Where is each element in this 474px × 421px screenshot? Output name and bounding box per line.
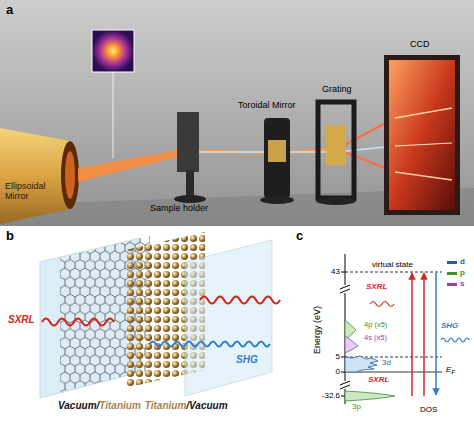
illustration-part: [150, 342, 270, 347]
orbital-label: 3d: [382, 359, 391, 368]
illustration-part: [345, 356, 378, 372]
layer-label: /Vacuum: [186, 400, 227, 411]
legend-row: s: [447, 279, 465, 290]
tick-label: 43: [331, 268, 340, 277]
illustration-part: [92, 30, 134, 72]
ellipsoidal-mirror: [0, 128, 79, 224]
beam-label: SHG: [236, 354, 258, 365]
illustration-part: [174, 195, 206, 203]
layer-label: Titanium: [145, 400, 186, 411]
illustration-part: [78, 148, 190, 182]
tick-label: 5: [336, 353, 340, 362]
tick-label: 0: [336, 368, 340, 377]
orbital-label: 4s (x5): [364, 334, 387, 342]
illustration-part: [341, 381, 349, 389]
beam-label: SXRL: [368, 376, 389, 385]
wave-pulses: [42, 297, 280, 347]
tick-label: -32.6: [322, 392, 340, 401]
legend-row: d: [447, 257, 465, 268]
beam-profile-inset: [92, 30, 134, 158]
illustration-part: [341, 272, 345, 273]
illustration-part: [268, 140, 286, 162]
legend-text: p: [460, 269, 465, 278]
orbital-label: 4p (x5): [364, 321, 387, 329]
orbital-label: 3p: [352, 403, 361, 412]
illustration-part: [316, 197, 356, 205]
fermi-subscript: F: [451, 369, 455, 376]
illustration-part: [341, 285, 349, 293]
component-label: Ellipsoidal Mirror: [5, 182, 55, 202]
level-label: virtual state: [372, 261, 413, 270]
legend-row: p: [447, 268, 465, 279]
layer-label: Titanium: [99, 400, 140, 411]
illustration-part: [260, 196, 294, 204]
axis-title: Energy (eV): [313, 306, 323, 354]
illustration-part: [345, 372, 442, 373]
panel-letter: a: [6, 3, 13, 17]
axis-title: DOS: [420, 406, 437, 415]
beam-label: SXRL: [8, 314, 35, 325]
illustration-part: [341, 372, 345, 373]
illustration-part: [200, 297, 280, 304]
sample-holder: [174, 112, 206, 203]
illustration-part: [441, 338, 469, 342]
titanium-film: [40, 232, 272, 398]
illustration-part: [0, 128, 79, 224]
illustration-part: [389, 60, 455, 210]
beam-label: SXRL: [366, 283, 387, 292]
legend-swatch: [447, 261, 457, 264]
grating: [316, 102, 356, 205]
illustration-part: [340, 285, 350, 289]
illustration-part: [341, 357, 345, 358]
illustration-part: [340, 289, 350, 293]
ccd-detector: [384, 55, 460, 215]
panel-letter: b: [6, 229, 14, 243]
illustration-part: [435, 273, 437, 395]
level-lines: [345, 272, 442, 372]
layer-label: Vacuum/: [58, 400, 99, 411]
x-ray-beam: [78, 118, 395, 182]
illustration-part: [340, 385, 350, 389]
component-label: CCD: [410, 40, 430, 50]
illustration-part: [345, 272, 442, 273]
illustration-part: [318, 102, 354, 198]
illustration-part: [345, 391, 395, 401]
illustration-part: [341, 396, 345, 397]
beam-label: SHG: [441, 322, 458, 331]
legend-text: d: [460, 258, 465, 267]
illustration-part: [186, 170, 194, 198]
toroidal-mirror: [260, 118, 294, 204]
illustration-part: [113, 72, 114, 158]
dos-curves: [345, 320, 395, 401]
illustration-part: [370, 302, 394, 307]
illustration-part: [395, 143, 452, 146]
illustration-part: [61, 141, 79, 209]
component-label: Toroidal Mirror: [238, 101, 296, 111]
illustration-part: [384, 55, 460, 215]
legend-text: s: [460, 280, 464, 289]
illustration-part: [326, 125, 346, 165]
illustration-part: [395, 172, 452, 180]
component-label: Grating: [322, 85, 352, 95]
illustration-part: [0, 0, 474, 226]
illustration-part: [423, 273, 425, 396]
component-label: Sample holder: [150, 204, 208, 214]
illustration-part: [42, 319, 114, 326]
legend: dps: [447, 257, 465, 290]
illustration-part: [65, 151, 75, 199]
legend-swatch: [447, 283, 457, 286]
illustration-part: [340, 381, 350, 385]
illustration-part: [190, 146, 395, 152]
illustration-part: [177, 112, 199, 172]
illustration-part: [345, 336, 358, 353]
panel-letter: c: [296, 229, 303, 243]
illustration-part: [395, 108, 452, 118]
setup-scene: [0, 0, 474, 226]
illustration-part: [185, 240, 272, 396]
illustration-part: [264, 118, 290, 198]
legend-swatch: [447, 272, 457, 275]
illustration-part: [411, 273, 413, 396]
fermi-label: E: [446, 366, 451, 375]
